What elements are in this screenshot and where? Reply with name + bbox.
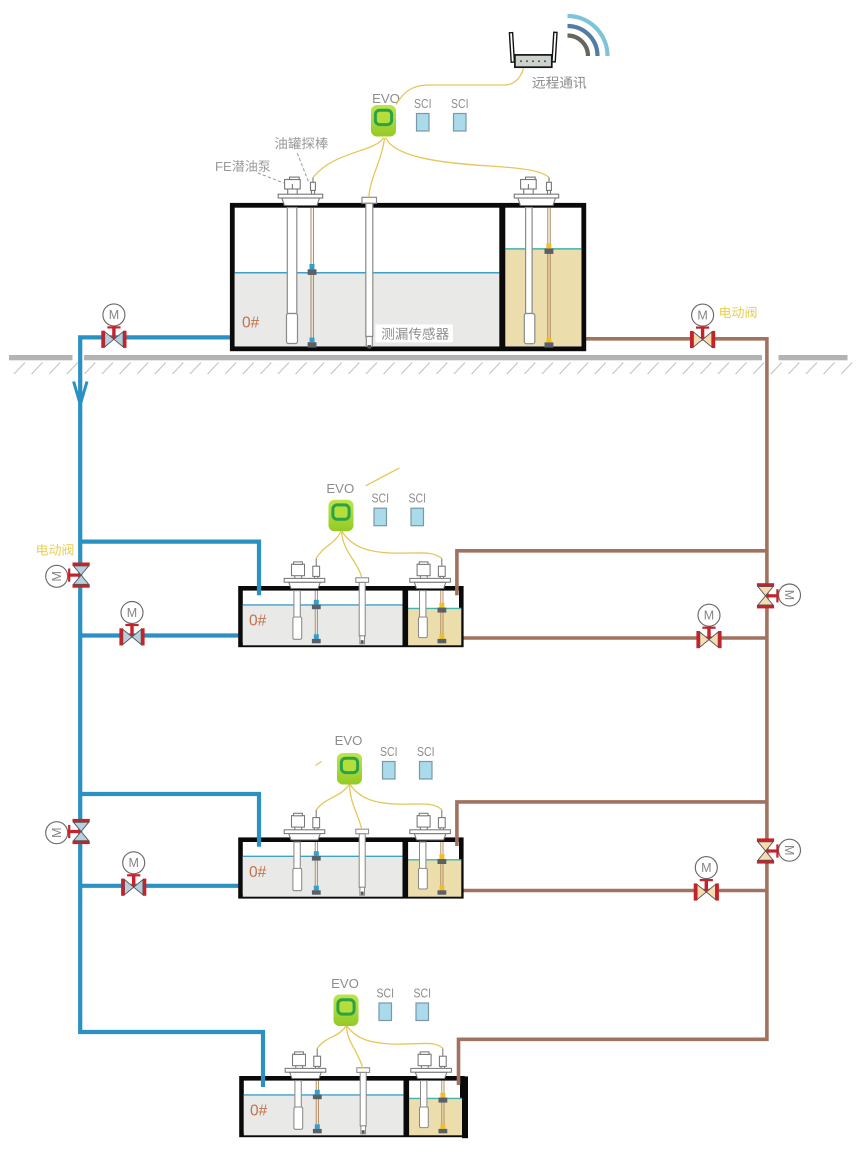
svg-text:0#: 0# [249, 612, 267, 629]
svg-text:EVO: EVO [335, 733, 363, 748]
svg-text:EVO: EVO [331, 976, 359, 991]
svg-text:FE: FE [215, 159, 232, 174]
svg-text:0#: 0# [242, 315, 260, 332]
svg-text:EVO: EVO [372, 91, 400, 106]
svg-text:EVO: EVO [326, 481, 354, 496]
